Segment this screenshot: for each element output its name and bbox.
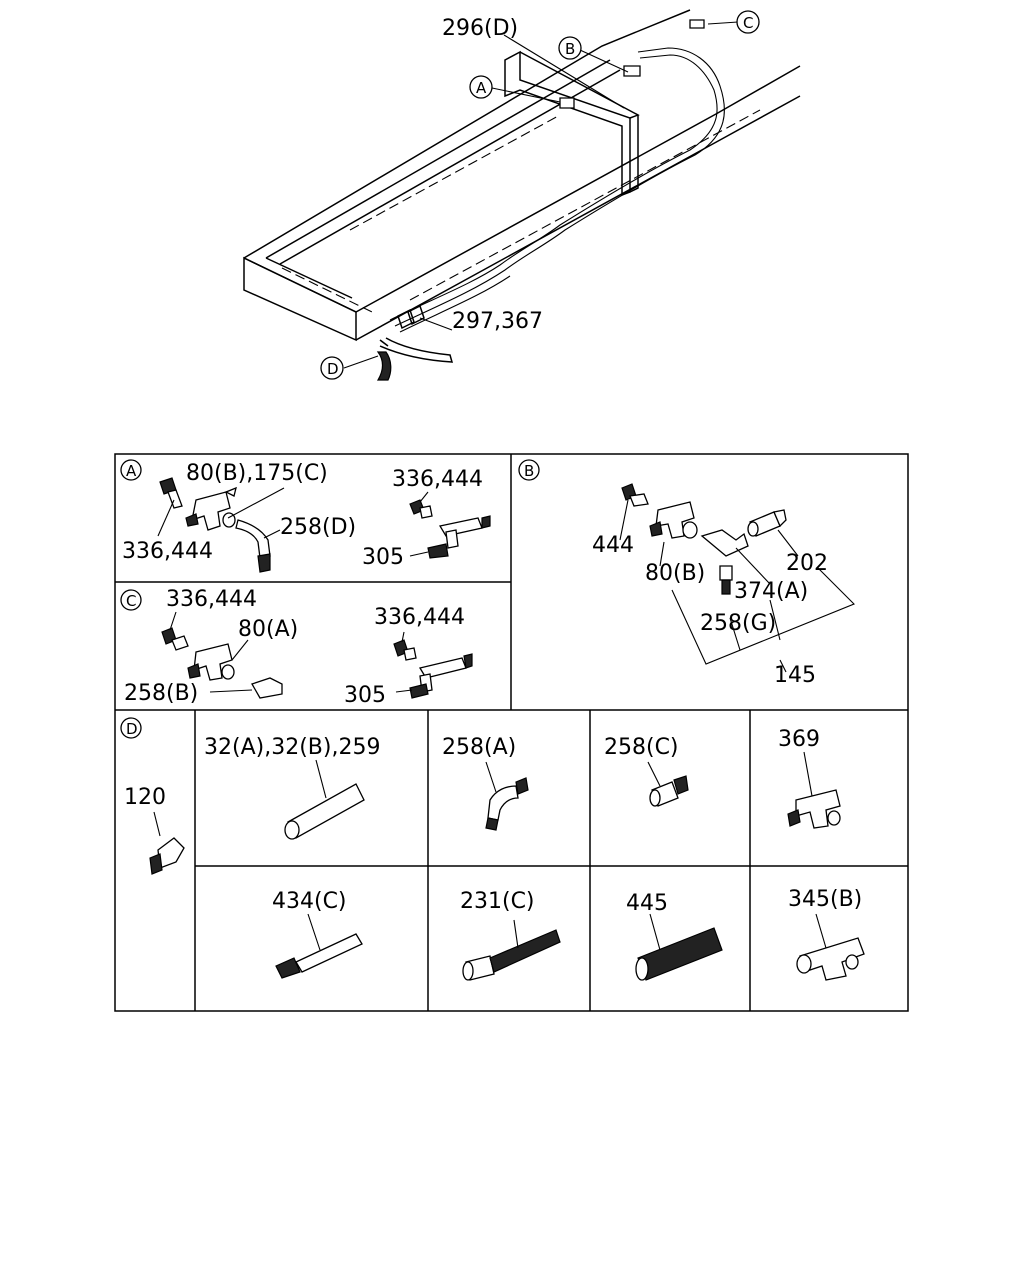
svg-text:A: A (476, 79, 487, 97)
label-258a: 258(A) (442, 735, 516, 760)
bolt-b (621, 483, 649, 507)
svg-text:B: B (565, 40, 575, 58)
svg-text:D: D (327, 360, 339, 378)
label-336-444-c-left: 336,444 (166, 587, 257, 612)
label-258b: 258(B) (124, 681, 198, 706)
label-336-444-top: 336,444 (392, 467, 483, 492)
clip-434c (275, 913, 363, 979)
callout-d: D (320, 356, 344, 380)
sleeve-202 (747, 509, 787, 537)
elbow-120 (149, 811, 185, 875)
label-32a-32b-259: 32(A),32(B),259 (204, 735, 380, 760)
tube-32 (284, 759, 365, 840)
panel-b-marker: B (518, 459, 540, 481)
svg-text:A: A (126, 462, 137, 480)
callout-b: B (558, 36, 582, 60)
fitting-258c (647, 761, 689, 807)
svg-text:D: D (126, 720, 138, 738)
label-258d: 258(D) (280, 515, 356, 540)
panel-c-marker: C (120, 589, 142, 611)
bolt-c (161, 627, 189, 651)
tee-305-a (427, 515, 491, 559)
label-80a: 80(A) (238, 617, 298, 642)
overview-labels: 296(D) 297,367 A B C D (320, 10, 760, 380)
panel-b: B 444 202 80(B) 374(A) 258(G) 145 (518, 459, 855, 688)
label-202: 202 (786, 551, 828, 576)
label-258c: 258(C) (604, 735, 679, 760)
cross-369 (787, 751, 841, 829)
bolt-a (159, 477, 183, 509)
callout-c: C (736, 10, 760, 34)
label-336-444-left: 336,444 (122, 539, 213, 564)
label-297-367: 297,367 (452, 309, 543, 334)
cross-connector-a (185, 486, 237, 531)
svg-text:C: C (126, 592, 136, 610)
nipple-258g (719, 565, 733, 595)
tee-305-c (409, 653, 473, 699)
label-434c: 434(C) (272, 889, 347, 914)
callout-a: A (469, 75, 493, 99)
cross-345b (796, 913, 865, 981)
label-369: 369 (778, 727, 820, 752)
label-444: 444 (592, 533, 634, 558)
label-258g: 258(G) (700, 611, 776, 636)
label-80b-175c: 80(B),175(C) (186, 461, 328, 486)
elbow-374a (700, 529, 749, 557)
cross-connector-c (187, 643, 235, 681)
cross-connector-b (649, 501, 698, 539)
elbow-258d (235, 519, 271, 573)
label-231c: 231(C) (460, 889, 535, 914)
elbow-258b (251, 677, 283, 699)
panel-a: A 80(B),175(C) 336,444 336,444 258(D) 30… (120, 459, 491, 573)
label-374a: 374(A) (734, 579, 808, 604)
label-305-c: 305 (344, 683, 386, 708)
label-120: 120 (124, 785, 166, 810)
elbow-258a (485, 761, 529, 831)
label-296d: 296(D) (442, 16, 518, 41)
panel-a-marker: A (120, 459, 142, 481)
label-145: 145 (774, 663, 816, 688)
panel-c: C 336,444 80(A) 336,444 258(B) 305 (120, 587, 473, 708)
parts-table-grid (114, 453, 909, 1012)
label-445: 445 (626, 891, 668, 916)
label-336-444-c-right: 336,444 (374, 605, 465, 630)
panel-d: D 120 32(A),32(B),259 258(A) 258(C) (120, 717, 865, 981)
bolt-231c (462, 919, 561, 981)
panel-d-marker: D (120, 717, 142, 739)
chassis-overview (243, 9, 801, 381)
svg-text:C: C (743, 14, 753, 32)
svg-text:B: B (524, 462, 534, 480)
hose-445 (635, 913, 723, 981)
label-80b: 80(B) (645, 561, 705, 586)
label-345b: 345(B) (788, 887, 862, 912)
bolt-a-right (409, 499, 433, 519)
label-305-a: 305 (362, 545, 404, 570)
bolt-c-right (393, 639, 417, 661)
